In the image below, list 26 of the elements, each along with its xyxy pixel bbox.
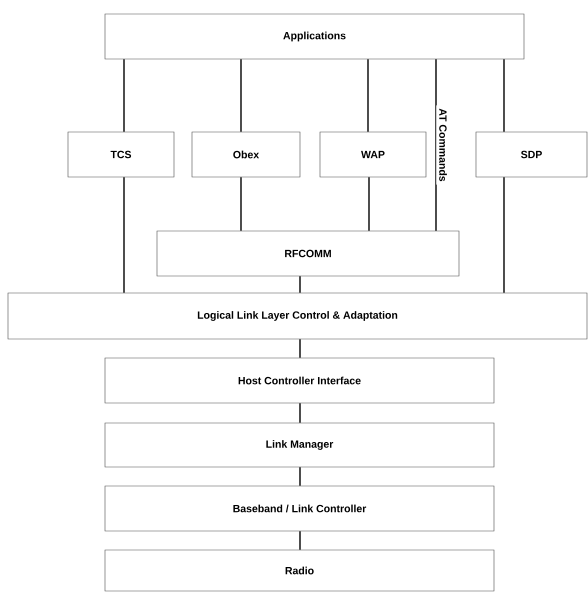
connector-line bbox=[299, 467, 301, 486]
connector-line bbox=[240, 177, 242, 231]
layer-box: RFCOMM bbox=[156, 230, 460, 276]
layer-box: Logical Link Layer Control & Adaptation bbox=[8, 292, 588, 340]
layer-box: WAP bbox=[320, 132, 426, 178]
connector-line bbox=[123, 177, 125, 293]
layer-box: Obex bbox=[192, 132, 300, 178]
connector-line bbox=[299, 403, 301, 423]
layer-box: Radio bbox=[104, 550, 494, 592]
edge-label: AT Commands bbox=[436, 105, 450, 185]
connector-line bbox=[368, 177, 370, 231]
layer-box: Host Controller Interface bbox=[104, 358, 494, 404]
layer-box: TCS bbox=[68, 132, 174, 178]
connector-line bbox=[503, 59, 505, 132]
connector-line bbox=[503, 177, 505, 293]
connector-line bbox=[299, 531, 301, 550]
connector-line bbox=[299, 339, 301, 358]
connector-line bbox=[435, 59, 437, 231]
layer-box: Baseband / Link Controller bbox=[104, 486, 494, 532]
connector-line bbox=[367, 59, 369, 132]
connector-line bbox=[299, 276, 301, 293]
layer-box: Link Manager bbox=[104, 422, 494, 468]
layer-box: Applications bbox=[104, 14, 524, 60]
layer-box: SDP bbox=[476, 132, 588, 178]
connector-line bbox=[123, 59, 125, 132]
connector-line bbox=[240, 59, 242, 132]
